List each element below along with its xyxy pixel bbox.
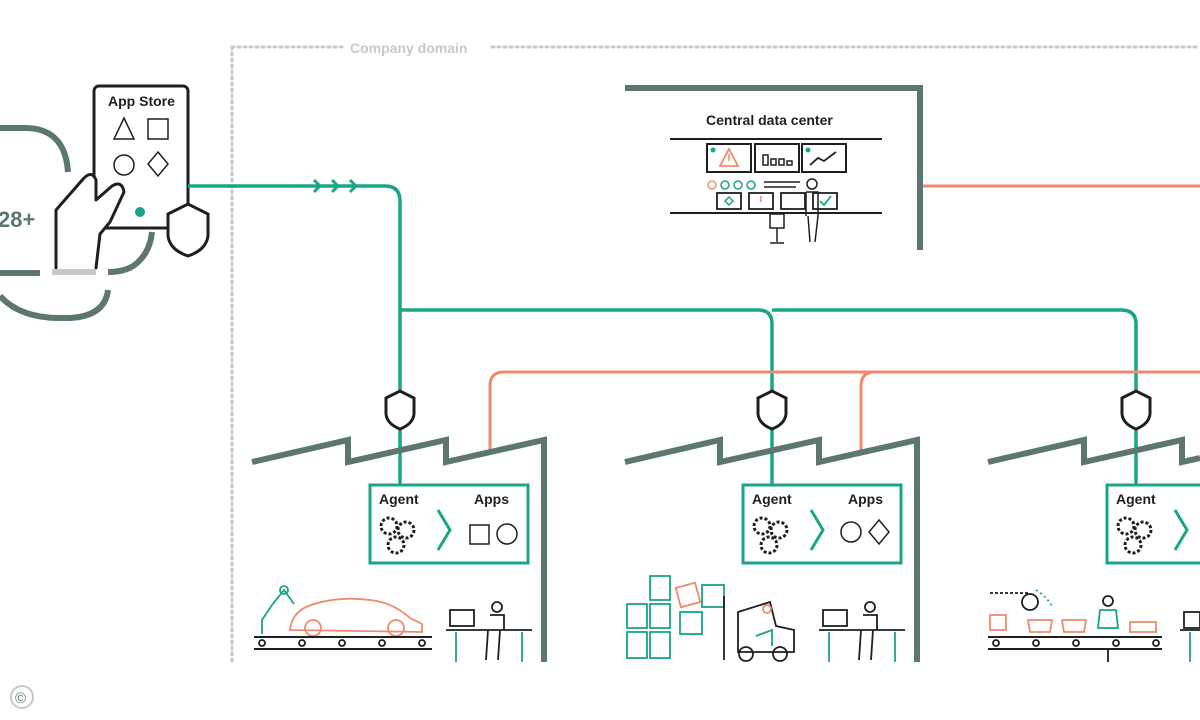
factory-3: Agent — [987, 389, 1200, 662]
desk-monitors — [716, 192, 838, 210]
trend-monitor-icon — [801, 143, 847, 173]
shield-icon — [1120, 389, 1152, 431]
apps-label: Apps — [474, 491, 509, 507]
diamond-icon — [147, 150, 169, 178]
square-icon — [469, 524, 490, 545]
operator-figure-icon — [805, 178, 819, 243]
arrow-chevron-icon — [809, 509, 825, 551]
circle-icon — [840, 521, 862, 543]
company-domain-boundary — [230, 45, 1200, 667]
diamond-icon — [868, 518, 890, 546]
circle-icon — [113, 154, 135, 176]
shield-icon — [756, 389, 788, 431]
cloud-count: 28+ — [0, 207, 35, 232]
shield-icon — [384, 389, 416, 431]
cloud-shape — [0, 125, 155, 321]
factory-1: Agent Apps — [251, 389, 547, 662]
workstation-icon — [446, 601, 532, 662]
company-domain-label: Company domain — [350, 40, 467, 56]
app-distribution-lines — [188, 184, 1138, 485]
data-center-title: Central data center — [706, 112, 833, 128]
circle-icon — [496, 523, 518, 545]
chair-icon — [769, 213, 785, 244]
gears-icon — [752, 516, 789, 555]
warehouse-scene — [626, 575, 795, 662]
copyright-symbol: © — [15, 690, 26, 707]
data-lines — [488, 184, 1200, 450]
data-center: Central data center — [625, 85, 923, 250]
agent-label: Agent — [752, 491, 792, 507]
packaging-scene — [988, 589, 1200, 662]
car-assembly-scene — [254, 585, 432, 650]
shield-icon — [166, 202, 210, 258]
flow-arrows — [312, 178, 358, 194]
hand-cuff — [52, 269, 96, 275]
arrow-chevron-icon — [1173, 509, 1189, 551]
gears-icon — [379, 516, 416, 555]
apps-label: Apps — [848, 491, 883, 507]
agent-label: Agent — [1116, 491, 1156, 507]
triangle-icon — [112, 116, 136, 140]
touch-dot-icon — [135, 207, 145, 217]
gears-icon — [1116, 516, 1153, 555]
app-store-title: App Store — [108, 93, 175, 109]
square-icon — [147, 118, 169, 140]
agent-label: Agent — [379, 491, 419, 507]
factory-2: Agent Apps — [624, 389, 920, 662]
arrow-chevron-icon — [436, 509, 452, 551]
hand-icon — [54, 173, 126, 270]
copyright-badge — [10, 685, 34, 709]
workstation-icon — [819, 601, 905, 662]
bar-monitor-icon — [754, 143, 800, 173]
control-indicators — [707, 180, 800, 190]
